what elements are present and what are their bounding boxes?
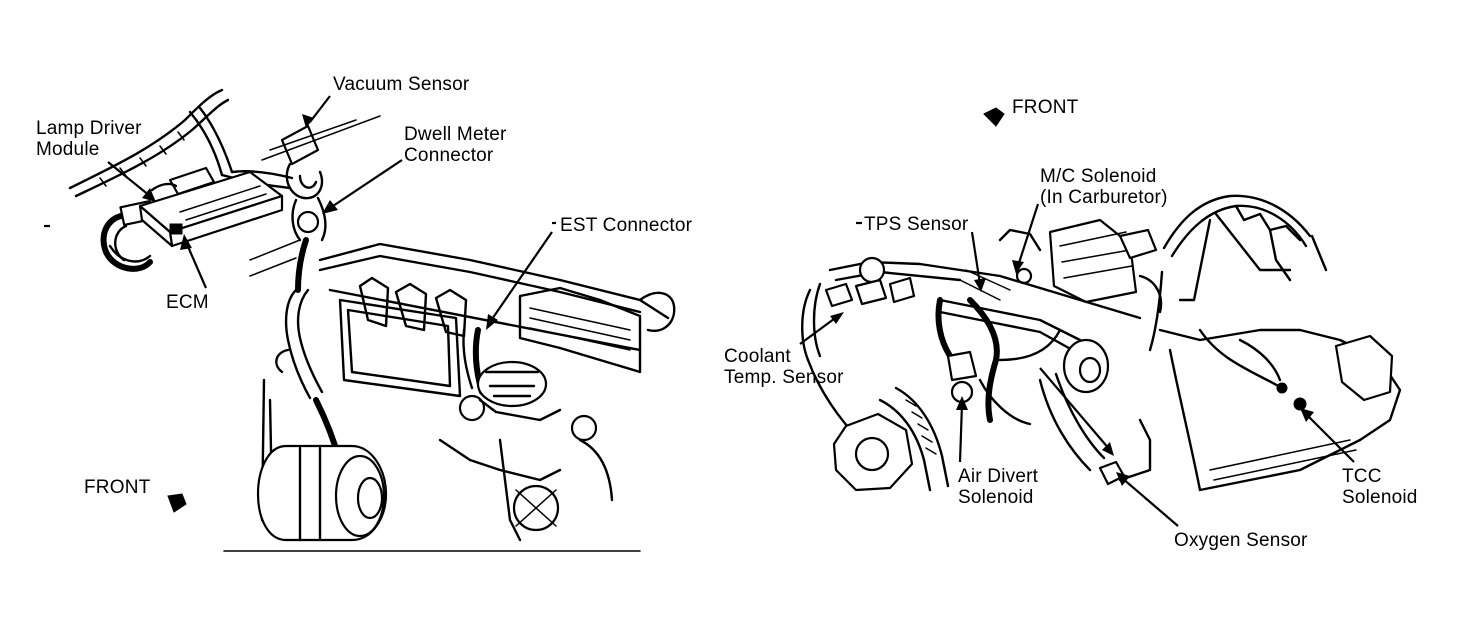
right-transmission: [1038, 328, 1402, 492]
leader-lines: [44, 95, 1355, 552]
label-front-right: FRONT: [1012, 97, 1079, 118]
left-hoses: [275, 237, 343, 465]
right-engine-block: [801, 256, 1142, 442]
ecm-module-drawing: [138, 166, 284, 248]
left-lower-components: [256, 438, 614, 542]
label-lamp-driver-module: Lamp Driver Module: [36, 118, 142, 160]
left-engine-illustration: [68, 88, 676, 542]
carburetor-drawing: [998, 218, 1163, 314]
label-front-left: FRONT: [84, 477, 151, 498]
label-vacuum-sensor: Vacuum Sensor: [333, 74, 470, 95]
label-mc-solenoid: M/C Solenoid (In Carburetor): [1040, 166, 1168, 208]
vacuum-sensor-drawing: [261, 115, 381, 242]
right-pulleys: [832, 386, 950, 492]
left-engine-block: [249, 239, 676, 542]
right-front-arrow: [983, 107, 1005, 127]
label-ecm: ECM: [166, 292, 209, 313]
label-est-connector: EST Connector: [560, 215, 693, 236]
label-tps-sensor: TPS Sensor: [864, 214, 969, 235]
air-divert-drawing: [935, 297, 1062, 426]
label-coolant-temp-sensor: Coolant Temp. Sensor: [724, 346, 844, 388]
right-wiring-harness: [1148, 194, 1328, 352]
label-dwell-meter-connector: Dwell Meter Connector: [404, 124, 507, 166]
label-tcc-solenoid: TCC Solenoid: [1342, 466, 1418, 508]
right-engine-illustration: [801, 107, 1402, 492]
label-oxygen-sensor: Oxygen Sensor: [1174, 530, 1308, 551]
distributor-drawing: [458, 327, 598, 442]
label-air-divert-solenoid: Air Divert Solenoid: [958, 466, 1039, 508]
